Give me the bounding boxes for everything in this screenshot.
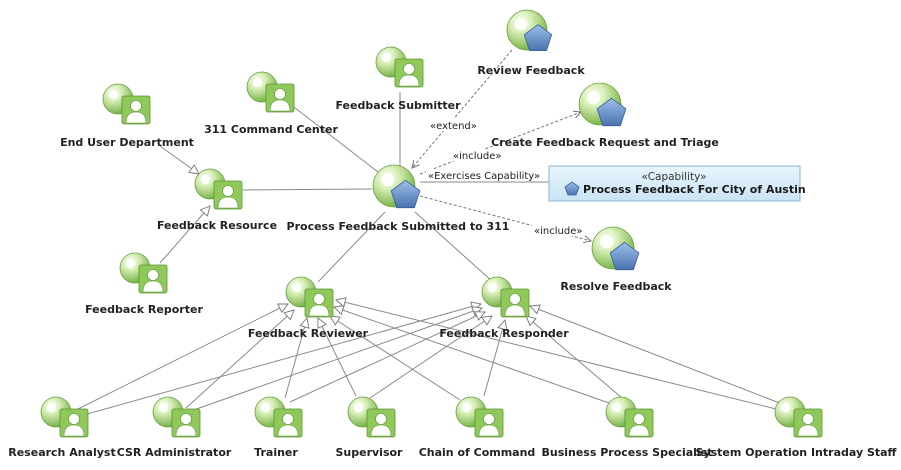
gen-csr-responder — [187, 308, 482, 413]
assoc-process-responder — [414, 211, 494, 283]
actor-label-feedback-responder: Feedback Responder — [439, 327, 569, 340]
usecase-create-feedback-request[interactable] — [578, 82, 627, 127]
actor-supervisor[interactable] — [347, 396, 396, 438]
actor-feedback-reviewer[interactable] — [285, 276, 334, 318]
extend-edge — [412, 49, 513, 168]
actor-business-process-specialist[interactable] — [605, 396, 654, 438]
pentagon-icon — [390, 179, 421, 209]
assoc-resource-process — [242, 188, 373, 191]
actor-label-research-analyst: Research Analyst — [8, 446, 115, 459]
actor-chain-of-command[interactable] — [455, 396, 504, 438]
assoc-311center-process — [289, 103, 379, 173]
gen-chain-reviewer — [330, 316, 461, 401]
person-icon — [265, 83, 295, 113]
usecase-label-review-feedback: Review Feedback — [477, 64, 585, 77]
person-icon — [624, 408, 654, 438]
actor-label-business-process-specialist: Business Process Specialist — [541, 446, 712, 459]
capability-pentagon-icon — [564, 181, 580, 196]
actor-end-user-department[interactable] — [102, 83, 151, 125]
person-icon — [121, 95, 151, 125]
person-icon — [59, 408, 89, 438]
gen-trainer-reviewer — [284, 318, 307, 399]
usecase-process-feedback[interactable] — [372, 164, 421, 209]
actor-311-command-center[interactable] — [246, 71, 295, 113]
gen-chain-responder — [483, 320, 505, 397]
actor-label-trainer: Trainer — [254, 446, 298, 459]
actor-research-analyst[interactable] — [40, 396, 89, 438]
include-create-label: «include» — [453, 151, 501, 162]
person-icon — [273, 408, 303, 438]
gen-csr-reviewer — [185, 310, 294, 409]
extend-label: «extend» — [430, 121, 477, 132]
person-icon — [793, 408, 823, 438]
gen-sois-reviewer — [336, 300, 781, 411]
gen-sois-responder — [530, 306, 783, 405]
pentagon-icon — [596, 97, 627, 127]
include-create-edge — [419, 112, 581, 175]
capability-stereotype: «Capability» — [641, 171, 706, 183]
actor-label-feedback-submitter: Feedback Submitter — [335, 99, 461, 112]
gen-research-reviewer — [75, 304, 288, 411]
actor-feedback-resource[interactable] — [194, 168, 243, 210]
usecase-review-feedback[interactable] — [506, 9, 553, 51]
actor-label-feedback-resource: Feedback Resource — [157, 219, 277, 232]
gen-enduser-resource — [159, 145, 199, 174]
person-icon — [394, 58, 424, 88]
actor-label-supervisor: Supervisor — [336, 446, 404, 459]
usecase-label-resolve-feedback: Resolve Feedback — [560, 280, 672, 293]
gen-bps-responder — [526, 316, 623, 399]
person-icon — [474, 408, 504, 438]
capability-name: Process Feedback For City of Austin — [583, 183, 806, 196]
exercises-capability-label: «Exercises Capability» — [428, 171, 540, 182]
actor-label-chain-of-command: Chain of Command — [419, 446, 536, 459]
include-resolve-label: «include» — [534, 226, 582, 237]
usecase-label-process-feedback: Process Feedback Submitted to 311 — [287, 220, 510, 233]
person-icon — [500, 288, 530, 318]
usecase-label-create-feedback-request: Create Feedback Request and Triage — [491, 136, 719, 149]
gen-bps-reviewer — [334, 307, 613, 405]
actor-label-feedback-reporter: Feedback Reporter — [85, 303, 203, 316]
edges — [75, 92, 783, 417]
gen-trainer-responder — [289, 312, 485, 403]
usecase-resolve-feedback[interactable] — [591, 226, 640, 271]
gen-supervisor-responder — [369, 316, 492, 399]
actor-feedback-reporter[interactable] — [119, 252, 168, 294]
pentagon-icon — [523, 24, 553, 51]
actor-trainer[interactable] — [254, 396, 303, 438]
actor-system-operation-intraday-staff[interactable] — [774, 396, 823, 438]
gen-reporter-resource — [159, 206, 210, 264]
actor-label-311-command-center: 311 Command Center — [204, 123, 338, 136]
capability-box[interactable]: «Capability» Process Feedback For City o… — [548, 165, 806, 202]
gen-supervisor-reviewer — [318, 318, 357, 397]
actor-feedback-submitter[interactable] — [375, 46, 424, 88]
actor-label-csr-administrator: CSR Administrator — [117, 446, 232, 459]
pentagon-icon — [609, 241, 640, 271]
person-icon — [304, 288, 334, 318]
actor-feedback-responder[interactable] — [481, 276, 530, 318]
node-labels: End User Department 311 Command Center F… — [8, 64, 896, 459]
actor-label-feedback-reviewer: Feedback Reviewer — [248, 327, 369, 340]
edge-labels: «extend» «include» «Exercises Capability… — [426, 119, 582, 237]
person-icon — [213, 180, 243, 210]
actor-label-system-operation-intraday-staff: System Operation Intraday Staff — [696, 446, 897, 459]
gen-research-responder — [79, 304, 481, 417]
actor-csr-administrator[interactable] — [152, 396, 201, 438]
assoc-process-reviewer — [317, 211, 386, 283]
person-icon — [138, 264, 168, 294]
person-icon — [366, 408, 396, 438]
actor-label-end-user-department: End User Department — [60, 136, 194, 149]
person-icon — [171, 408, 201, 438]
